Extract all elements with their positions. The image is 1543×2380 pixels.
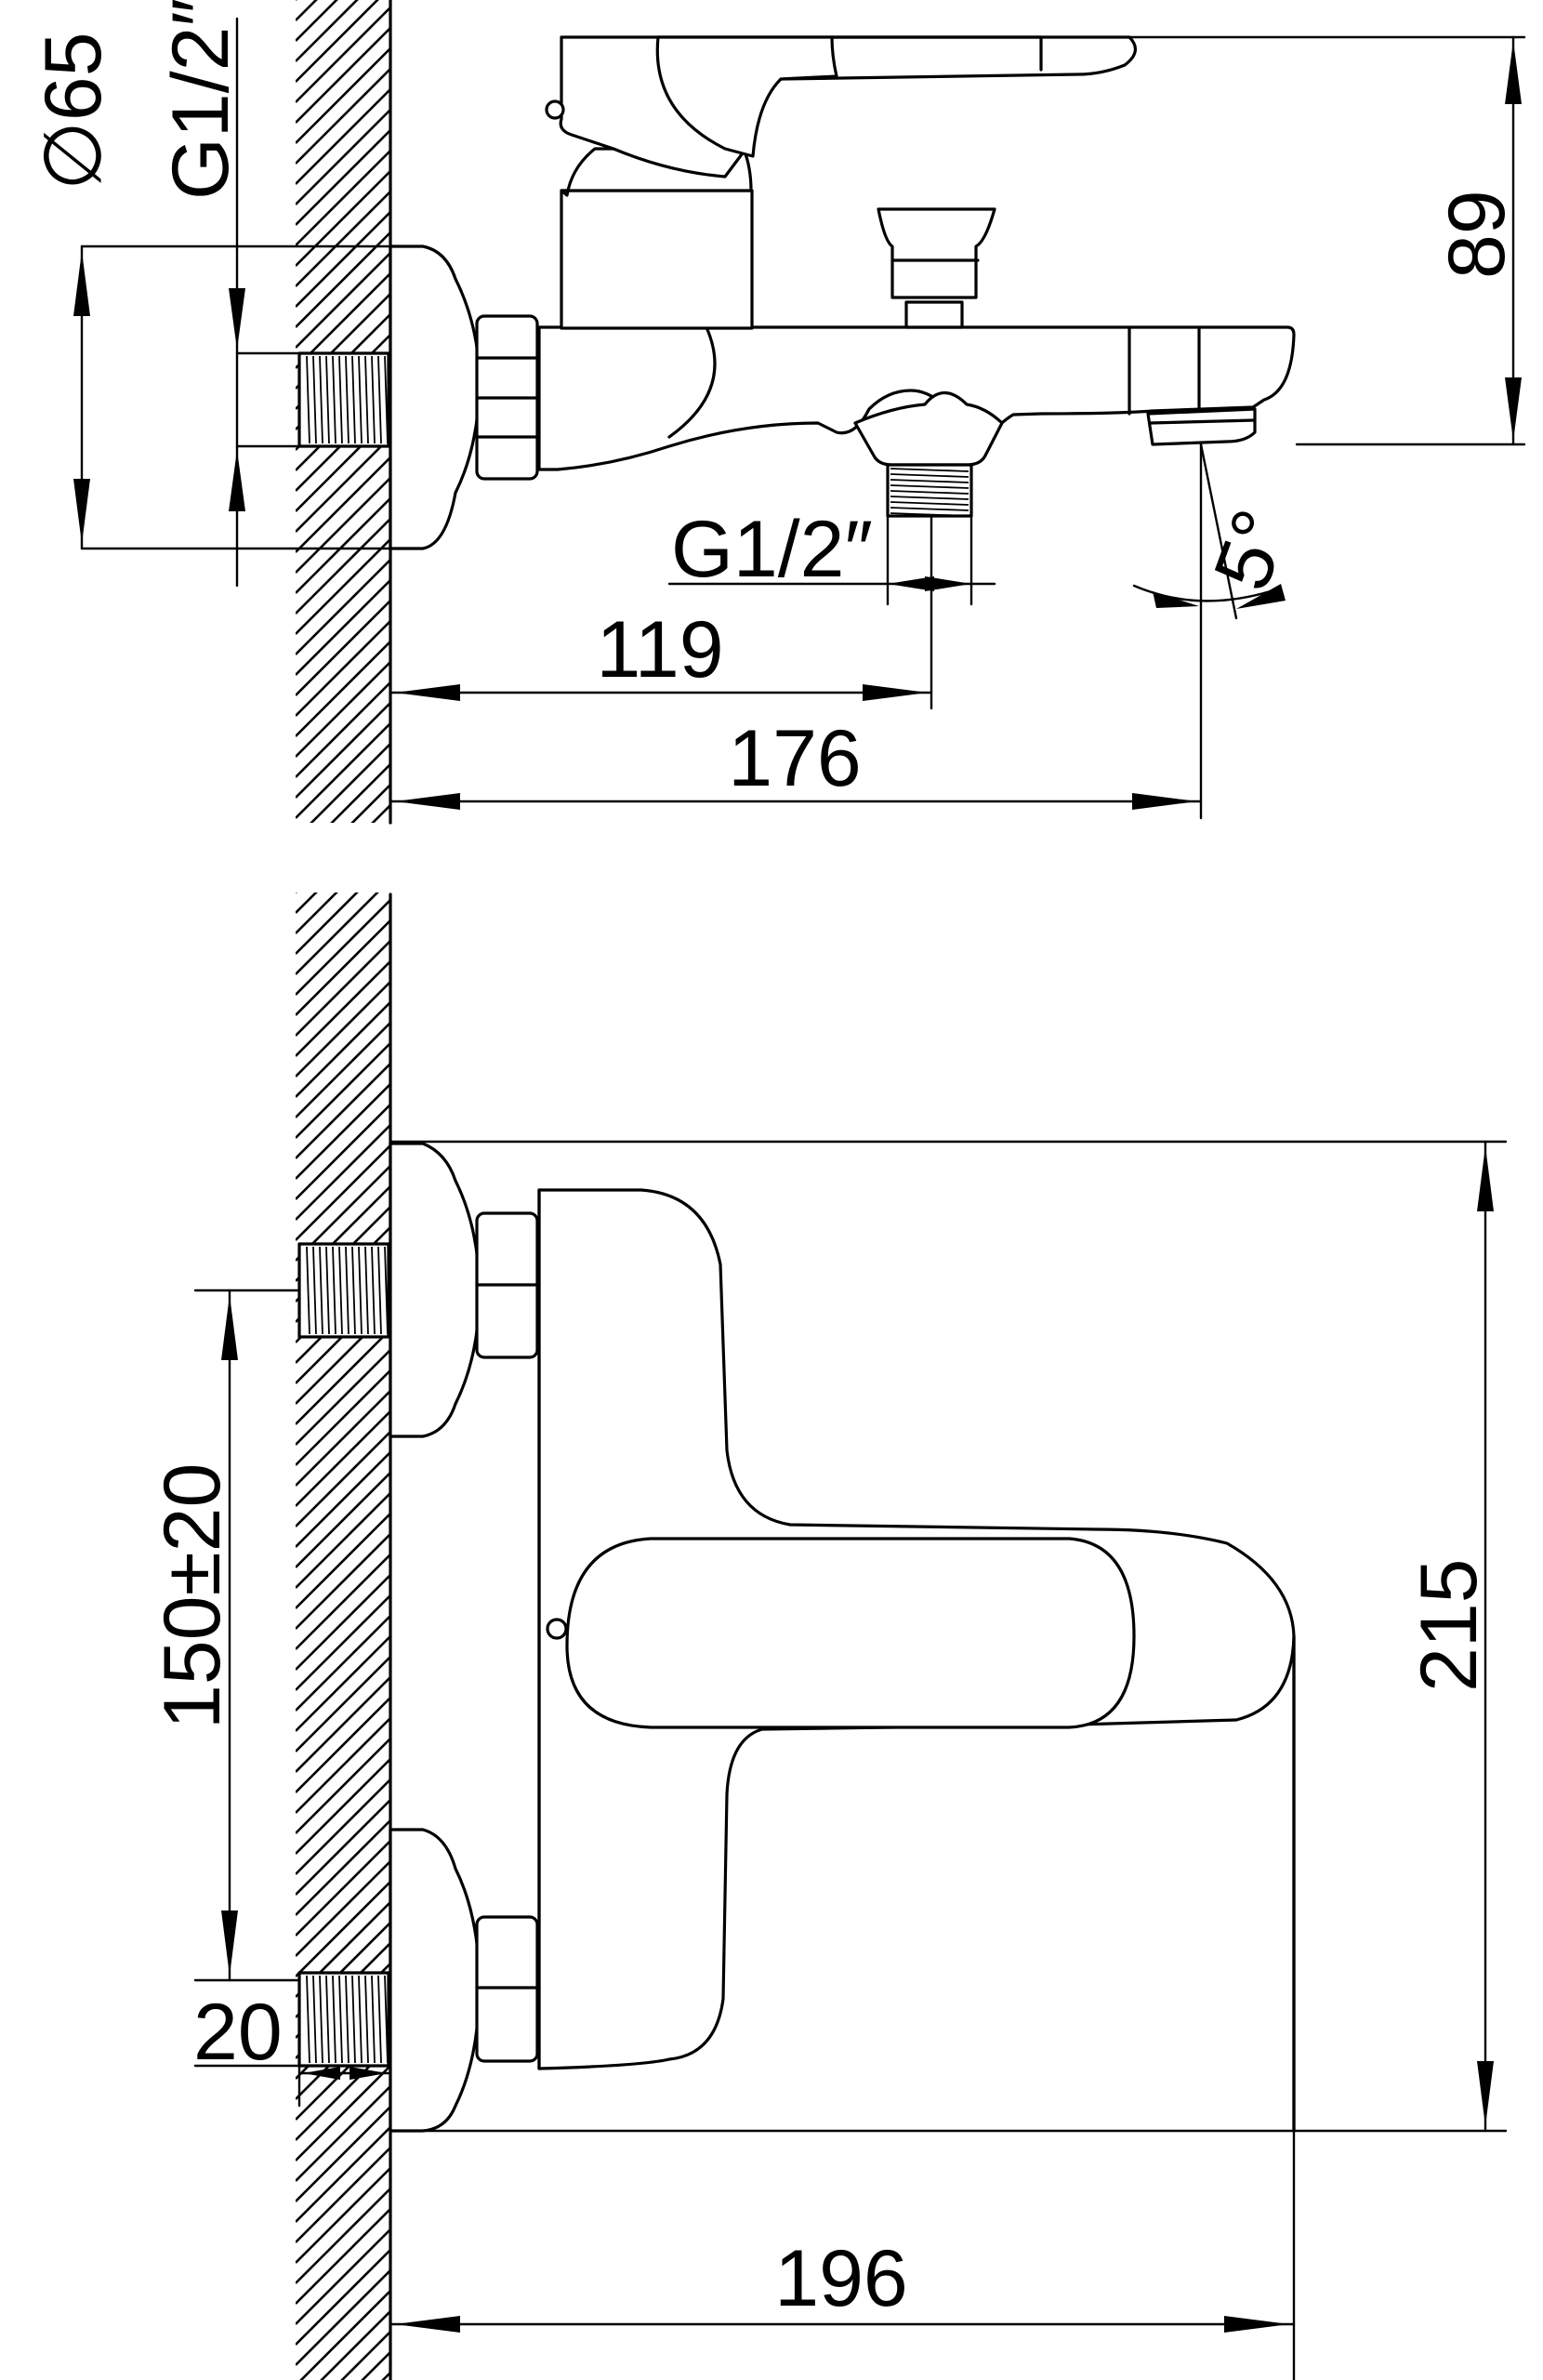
inlet-thread-label: G1/2″ [156,0,245,200]
lever-handle [545,35,1137,178]
diverter-knob [877,207,996,329]
angle-label: 5° [1197,498,1307,601]
outlet-thread [853,390,1004,518]
inlet-thread [297,351,390,448]
hex-nut [475,314,539,481]
side-view-faucet [297,35,1296,550]
lower-hex-nut [475,1915,539,2063]
width-196-label: 196 [774,2234,908,2323]
upper-hex-nut [475,1211,539,1359]
lower-wall-flange [389,1828,481,2133]
lower-inlet-thread [297,1971,390,2068]
front-view-dimensions: 215 150±20 20 196 [148,1140,1508,2380]
diameter-dimension-label: ∅65 [29,32,118,191]
wall-top [296,0,392,825]
height-89-label: 89 [1432,190,1522,279]
depth-119-label: 119 [596,605,723,694]
spacing-label: 150±20 [148,1463,237,1729]
upper-inlet-thread [297,1242,390,1339]
upper-wall-flange [389,1142,481,1438]
outlet-thread-label: G1/2″ [671,505,873,594]
side-view-dimensions: ∅65 G1/2″ 89 G1/2″ 5° 119 [29,0,1526,820]
spout-aerator [1146,407,1257,446]
wall-bottom [296,892,392,2380]
wall-flange [389,245,481,550]
thread-length-label: 20 [193,1988,283,2077]
height-215-label: 215 [1405,1559,1494,1693]
front-view-faucet [297,1142,1296,2133]
front-lever [546,1537,1136,1729]
depth-176-label: 176 [728,714,862,803]
